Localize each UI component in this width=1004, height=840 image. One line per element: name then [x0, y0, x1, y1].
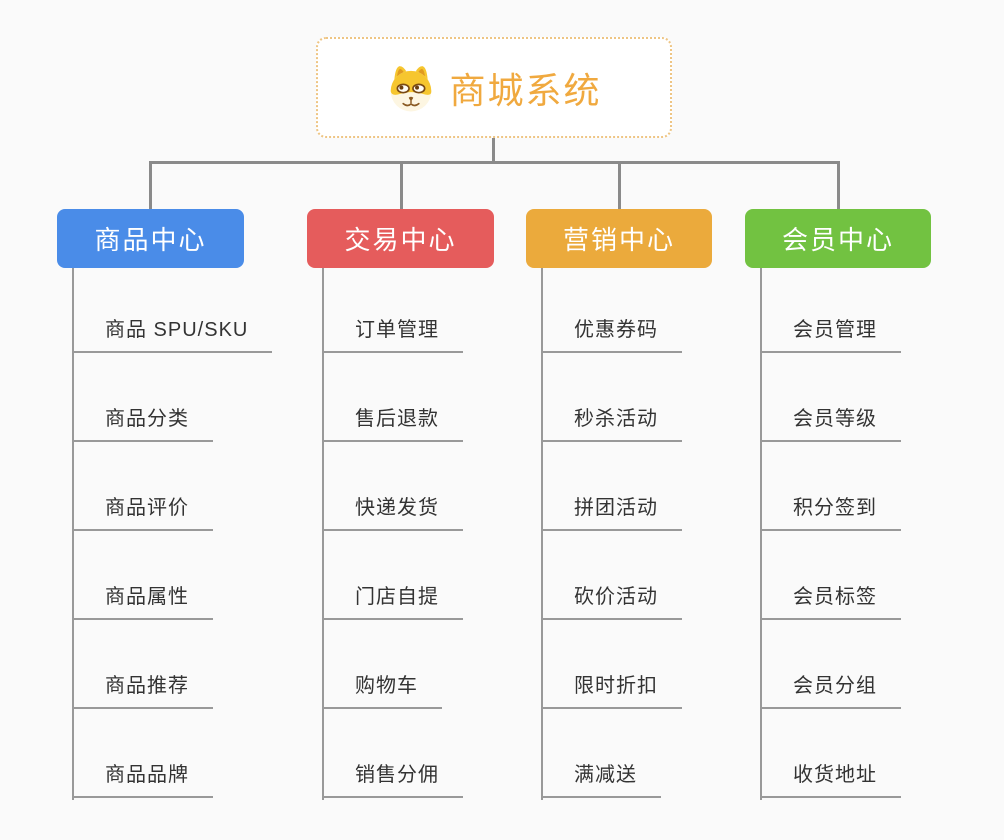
leaf-node[interactable]: 商品分类	[72, 402, 213, 442]
leaf-node[interactable]: 商品属性	[72, 580, 213, 620]
connector-column-trade	[322, 268, 324, 800]
leaf-node[interactable]: 商品推荐	[72, 669, 213, 709]
connector-drop-products	[149, 161, 152, 209]
leaf-node[interactable]: 商品评价	[72, 491, 213, 531]
leaf-node[interactable]: 优惠券码	[541, 313, 682, 353]
leaf-node[interactable]: 商品品牌	[72, 758, 213, 798]
branch-node-trade-center[interactable]: 交易中心	[307, 209, 494, 268]
leaf-node[interactable]: 会员等级	[760, 402, 901, 442]
leaf-node[interactable]: 会员标签	[760, 580, 901, 620]
dog-face-icon	[391, 65, 432, 111]
leaf-node[interactable]: 售后退款	[322, 402, 463, 442]
leaf-node[interactable]: 会员管理	[760, 313, 901, 353]
leaf-node[interactable]: 会员分组	[760, 669, 901, 709]
leaf-node[interactable]: 满减送	[541, 758, 661, 798]
connector-column-members	[760, 268, 762, 800]
branch-node-marketing-center[interactable]: 营销中心	[526, 209, 712, 268]
leaf-node[interactable]: 门店自提	[322, 580, 463, 620]
connector-drop-marketing	[618, 161, 621, 209]
leaf-node[interactable]: 订单管理	[322, 313, 463, 353]
leaf-node[interactable]: 秒杀活动	[541, 402, 682, 442]
connector-column-marketing	[541, 268, 543, 800]
connector-column-products	[72, 268, 74, 800]
leaf-node[interactable]: 拼团活动	[541, 491, 682, 531]
leaf-column-members: 会员管理 会员等级 积分签到 会员标签 会员分组 收货地址	[760, 268, 901, 798]
connector-drop-trade	[400, 161, 403, 209]
leaf-column-products: 商品 SPU/SKU 商品分类 商品评价 商品属性 商品推荐 商品品牌	[72, 268, 273, 798]
leaf-node[interactable]: 销售分佣	[322, 758, 463, 798]
leaf-node[interactable]: 积分签到	[760, 491, 901, 531]
leaf-column-marketing: 优惠券码 秒杀活动 拼团活动 砍价活动 限时折扣 满减送	[541, 268, 682, 798]
leaf-node[interactable]: 购物车	[322, 669, 442, 709]
leaf-node[interactable]: 砍价活动	[541, 580, 682, 620]
branch-node-member-center[interactable]: 会员中心	[745, 209, 931, 268]
connector-root-drop	[492, 138, 495, 164]
root-title: 商城系统	[449, 69, 602, 111]
leaf-node[interactable]: 收货地址	[760, 758, 901, 798]
leaf-column-trade: 订单管理 售后退款 快递发货 门店自提 购物车 销售分佣	[322, 268, 463, 798]
leaf-node[interactable]: 限时折扣	[541, 669, 682, 709]
leaf-node[interactable]: 快递发货	[322, 491, 463, 531]
root-node-mall-system[interactable]: 商城系统	[316, 37, 672, 138]
connector-drop-members	[837, 161, 840, 209]
leaf-node[interactable]: 商品 SPU/SKU	[72, 313, 273, 353]
connector-trunk	[149, 161, 840, 164]
branch-node-product-center[interactable]: 商品中心	[57, 209, 244, 268]
